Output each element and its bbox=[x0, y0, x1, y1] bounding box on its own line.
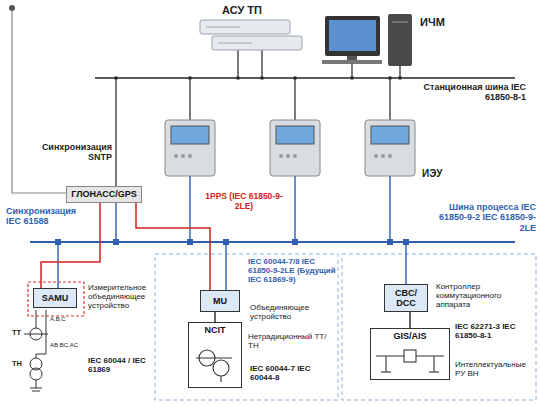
box-text: SAMU bbox=[42, 293, 69, 303]
box-text: GIS/AIS bbox=[393, 331, 426, 341]
standard-label: IEC 60044 / IEC 61869 bbox=[88, 356, 152, 374]
device-label: ИЭУ bbox=[422, 168, 443, 180]
part-label: ТТ bbox=[12, 329, 21, 338]
merging-unit-box: SAMU bbox=[33, 288, 77, 308]
device-label: Нетрадиционный ТТ/ТН bbox=[248, 332, 336, 350]
device-label: Контроллер коммутационного аппарата bbox=[436, 282, 534, 310]
system-label: АСУ ТП bbox=[222, 4, 262, 17]
controller-box: CBC/ DCC bbox=[384, 284, 428, 312]
switchgear-box: GIS/AIS bbox=[370, 328, 450, 380]
sync-label: Синхронизация SNTP bbox=[36, 142, 112, 163]
box-text: CBC/ DCC bbox=[391, 288, 421, 309]
phase-label: AB,BC,AC bbox=[50, 342, 78, 349]
merging-unit-box: MU bbox=[200, 290, 240, 312]
standard-label: IEC 60044-7/8 IEC 61850-9-2LE (Будущий I… bbox=[248, 257, 336, 285]
device-label: Интеллектуальные РУ ВН bbox=[455, 360, 535, 378]
sensor-box: NCIT bbox=[188, 322, 242, 388]
device-label: Измерительное объединяющее устройство bbox=[88, 283, 152, 311]
signal-connector bbox=[136, 203, 210, 290]
device-label: Объединяющее устройство bbox=[250, 303, 334, 321]
bus-label: Станционная шина IEC 61850-8-1 bbox=[418, 82, 526, 103]
standard-label: IEC 62271-3 IEC 61850-8-1 bbox=[455, 322, 533, 340]
bus-label: Шина процесса IEC 61850-9-2 IEC 61850-9-… bbox=[430, 202, 536, 233]
signal-connector bbox=[409, 312, 411, 328]
box-text: MU bbox=[213, 296, 227, 306]
box-text: NCIT bbox=[205, 325, 226, 335]
phase-label: A,B,C bbox=[50, 316, 66, 323]
gps-receiver: ГЛОНАСС/GPS bbox=[66, 186, 142, 203]
system-label: ИЧМ bbox=[420, 16, 445, 29]
box-text: ГЛОНАСС/GPS bbox=[71, 189, 136, 199]
standard-label: IEC 60044-7 IEC 60044-8 bbox=[250, 364, 334, 382]
signal-label: 1PPS (IEC 61850-9-2LE) bbox=[198, 192, 290, 212]
signal-connector bbox=[214, 312, 216, 322]
sync-label: Синхронизация IEC 61588 bbox=[6, 206, 92, 227]
part-label: ТН bbox=[12, 360, 22, 369]
